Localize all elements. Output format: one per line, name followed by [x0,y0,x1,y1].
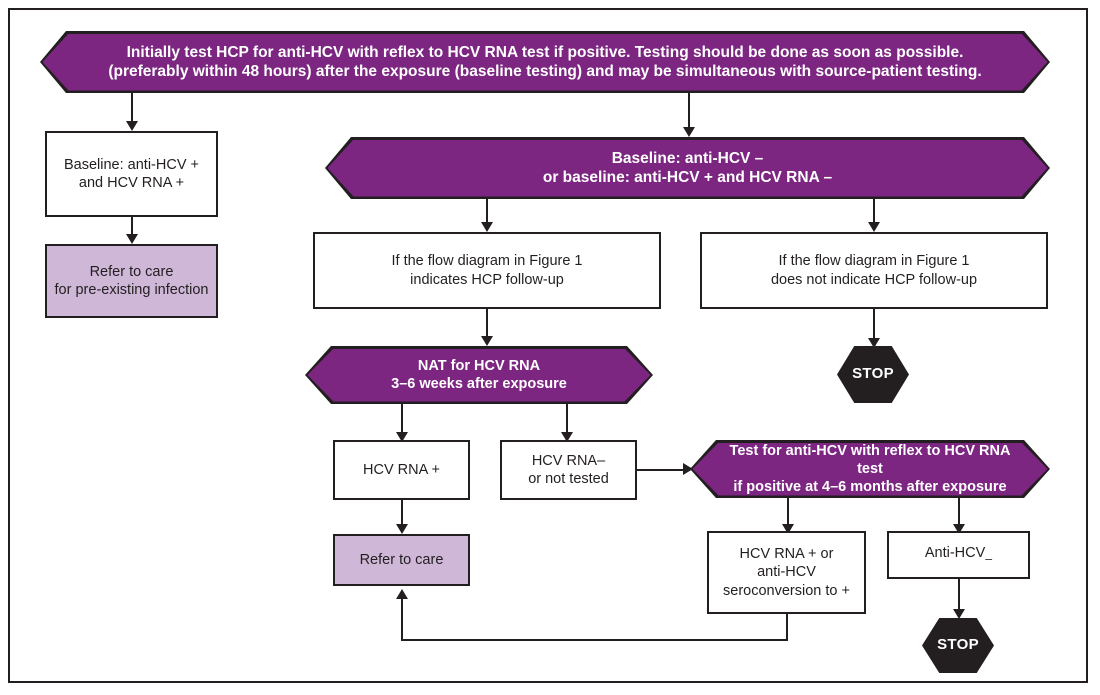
box-followup-indicated: If the flow diagram in Figure 1 indicate… [313,232,661,309]
stop-upper: STOP [837,346,909,403]
banner-baseline-negative-line1: Baseline: anti-HCV – [611,149,764,167]
banner-nat-line2: 3–6 weeks after exposure [391,376,567,392]
stop-upper-label: STOP [852,365,894,383]
banner-test-4-6-line2: if positive at 4–6 months after exposure [733,479,1007,496]
box-seroconversion-label: HCV RNA + or anti-HCV seroconversion to … [723,545,850,599]
box-hcv-rna-positive-label: HCV RNA + [363,461,440,479]
box-baseline-positive-label: Baseline: anti-HCV + and HCV RNA + [64,156,199,192]
banner-initial-testing-label: Initially test HCP for anti-HCV with ref… [74,43,1015,82]
connector-banner-to-baseline-negative [688,93,691,129]
banner-baseline-negative-label: Baseline: anti-HCV – or baseline: anti-H… [509,149,866,188]
feedback-line-up [401,597,404,640]
banner-test-4-6-months: Test for anti-HCV with reflex to HCV RNA… [690,440,1050,498]
box-anti-hcv-negative: Anti-HCV– [887,531,1030,579]
box-baseline-positive: Baseline: anti-HCV + and HCV RNA + [45,131,218,217]
stop-octagon-shape [837,346,909,403]
box-followup-not-indicated: If the flow diagram in Figure 1 does not… [700,232,1048,309]
banner-nat-hcv-rna: NAT for HCV RNA 3–6 weeks after exposure [305,346,653,404]
hex-fill [693,443,1048,496]
banner-initial-line1: Initially test HCP for anti-HCV with ref… [126,43,964,61]
box-hcv-rna-positive: HCV RNA + [333,440,470,500]
box-hcv-rna-negative-label: HCV RNA– or not tested [528,452,609,488]
arrowhead-test-4-6-to-seroconversion [782,524,794,534]
box-followup-not-indicated-label: If the flow diagram in Figure 1 does not… [771,252,977,288]
banner-initial-testing: Initially test HCP for anti-HCV with ref… [40,31,1050,93]
arrowhead-to-followup-indicated [481,222,493,232]
connector-anti-hcv-negative-to-stop [958,579,961,611]
connector-followup-not-indicated-to-stop [873,309,876,340]
arrowhead-anti-hcv-negative-to-stop [953,609,965,619]
arrowhead-banner-to-baseline-positive [126,121,138,131]
anti-hcv-negative-suffix: – [985,551,993,566]
connector-nat-to-rna-negative [566,404,569,434]
baseline-positive-line2: and HCV RNA + [78,175,185,191]
banner-baseline-negative-line2: or baseline: anti-HCV + and HCV RNA – [542,169,833,186]
box-refer-preexisting-label: Refer to care for pre-existing infection [55,263,209,299]
banner-baseline-negative: Baseline: anti-HCV – or baseline: anti-H… [325,137,1050,199]
stop-lower: STOP [922,618,994,673]
followup-indicated-line1: If the flow diagram in Figure 1 [391,253,583,270]
hcv-rna-negative-line1: HCV RNA– [531,452,606,469]
connector-banner-to-baseline-positive [131,93,134,123]
baseline-positive-line1: Baseline: anti-HCV + [64,156,199,173]
hex-fill [328,140,1048,197]
arrowhead-followup-not-indicated-to-stop [868,338,880,348]
seroconversion-line1: HCV RNA + or [739,546,834,563]
hex-fill [43,34,1048,91]
connector-followup-indicated-to-nat [486,309,489,338]
connector-baseline-negative-to-followup-not-indicated [873,199,876,224]
arrowhead-banner-to-baseline-negative [683,127,695,137]
banner-nat-label: NAT for HCV RNA 3–6 weeks after exposure [357,357,601,393]
connector-rna-positive-to-refer [401,500,404,526]
connector-test-4-6-to-anti-hcv-negative [958,498,961,526]
followup-not-indicated-line1: If the flow diagram in Figure 1 [778,253,970,270]
connector-nat-to-rna-positive [401,404,404,434]
hex-fill [308,349,651,402]
arrowhead-baseline-positive-to-refer [126,234,138,244]
arrowhead-nat-to-rna-positive [396,432,408,442]
hcv-rna-negative-line2: or not tested [528,471,609,487]
box-refer-to-care-label: Refer to care [360,551,444,569]
arrowhead-feedback-to-refer-to-care [396,589,408,599]
banner-test-4-6-line1: Test for anti-HCV with reflex to HCV RNA… [729,442,1011,477]
stop-lower-label: STOP [937,636,979,654]
arrowhead-rna-positive-to-refer [396,524,408,534]
refer-to-care-line1: Refer to care [359,551,444,568]
banner-initial-line2: (preferably within 48 hours) after the e… [108,63,982,80]
followup-indicated-line2: indicates HCP follow-up [410,271,564,288]
arrowhead-nat-to-rna-negative [561,432,573,442]
arrowhead-test-4-6-to-anti-hcv-negative [953,524,965,534]
seroconversion-line2: anti-HCV [757,564,816,581]
connector-baseline-positive-to-refer [131,217,134,237]
box-seroconversion: HCV RNA + or anti-HCV seroconversion to … [707,531,866,614]
refer-preexisting-line2: for pre-existing infection [54,282,209,298]
arrowhead-rna-negative-to-test-4-6 [683,463,693,475]
stop-octagon-shape [922,618,994,673]
arrowhead-to-followup-not-indicated [868,222,880,232]
connector-rna-negative-to-test-4-6 [637,469,685,472]
box-anti-hcv-negative-label: Anti-HCV– [925,544,992,567]
box-followup-indicated-label: If the flow diagram in Figure 1 indicate… [391,252,582,288]
box-hcv-rna-negative: HCV RNA– or not tested [500,440,637,500]
followup-not-indicated-line2: does not indicate HCP follow-up [770,271,978,288]
banner-nat-line1: NAT for HCV RNA [417,357,541,374]
refer-preexisting-line1: Refer to care [89,263,174,280]
arrowhead-followup-indicated-to-nat [481,336,493,346]
anti-hcv-negative-text: Anti-HCV [924,544,986,561]
box-refer-preexisting-infection: Refer to care for pre-existing infection [45,244,218,318]
feedback-line-down [786,614,789,641]
seroconversion-line3: seroconversion to + [723,582,850,599]
connector-baseline-negative-to-followup-indicated [486,199,489,224]
connector-test-4-6-to-seroconversion [787,498,790,526]
box-refer-to-care: Refer to care [333,534,470,586]
banner-test-4-6-months-label: Test for anti-HCV with reflex to HCV RNA… [690,442,1050,496]
feedback-line-horizontal [401,639,788,642]
hcv-rna-positive-line1: HCV RNA + [363,461,440,478]
